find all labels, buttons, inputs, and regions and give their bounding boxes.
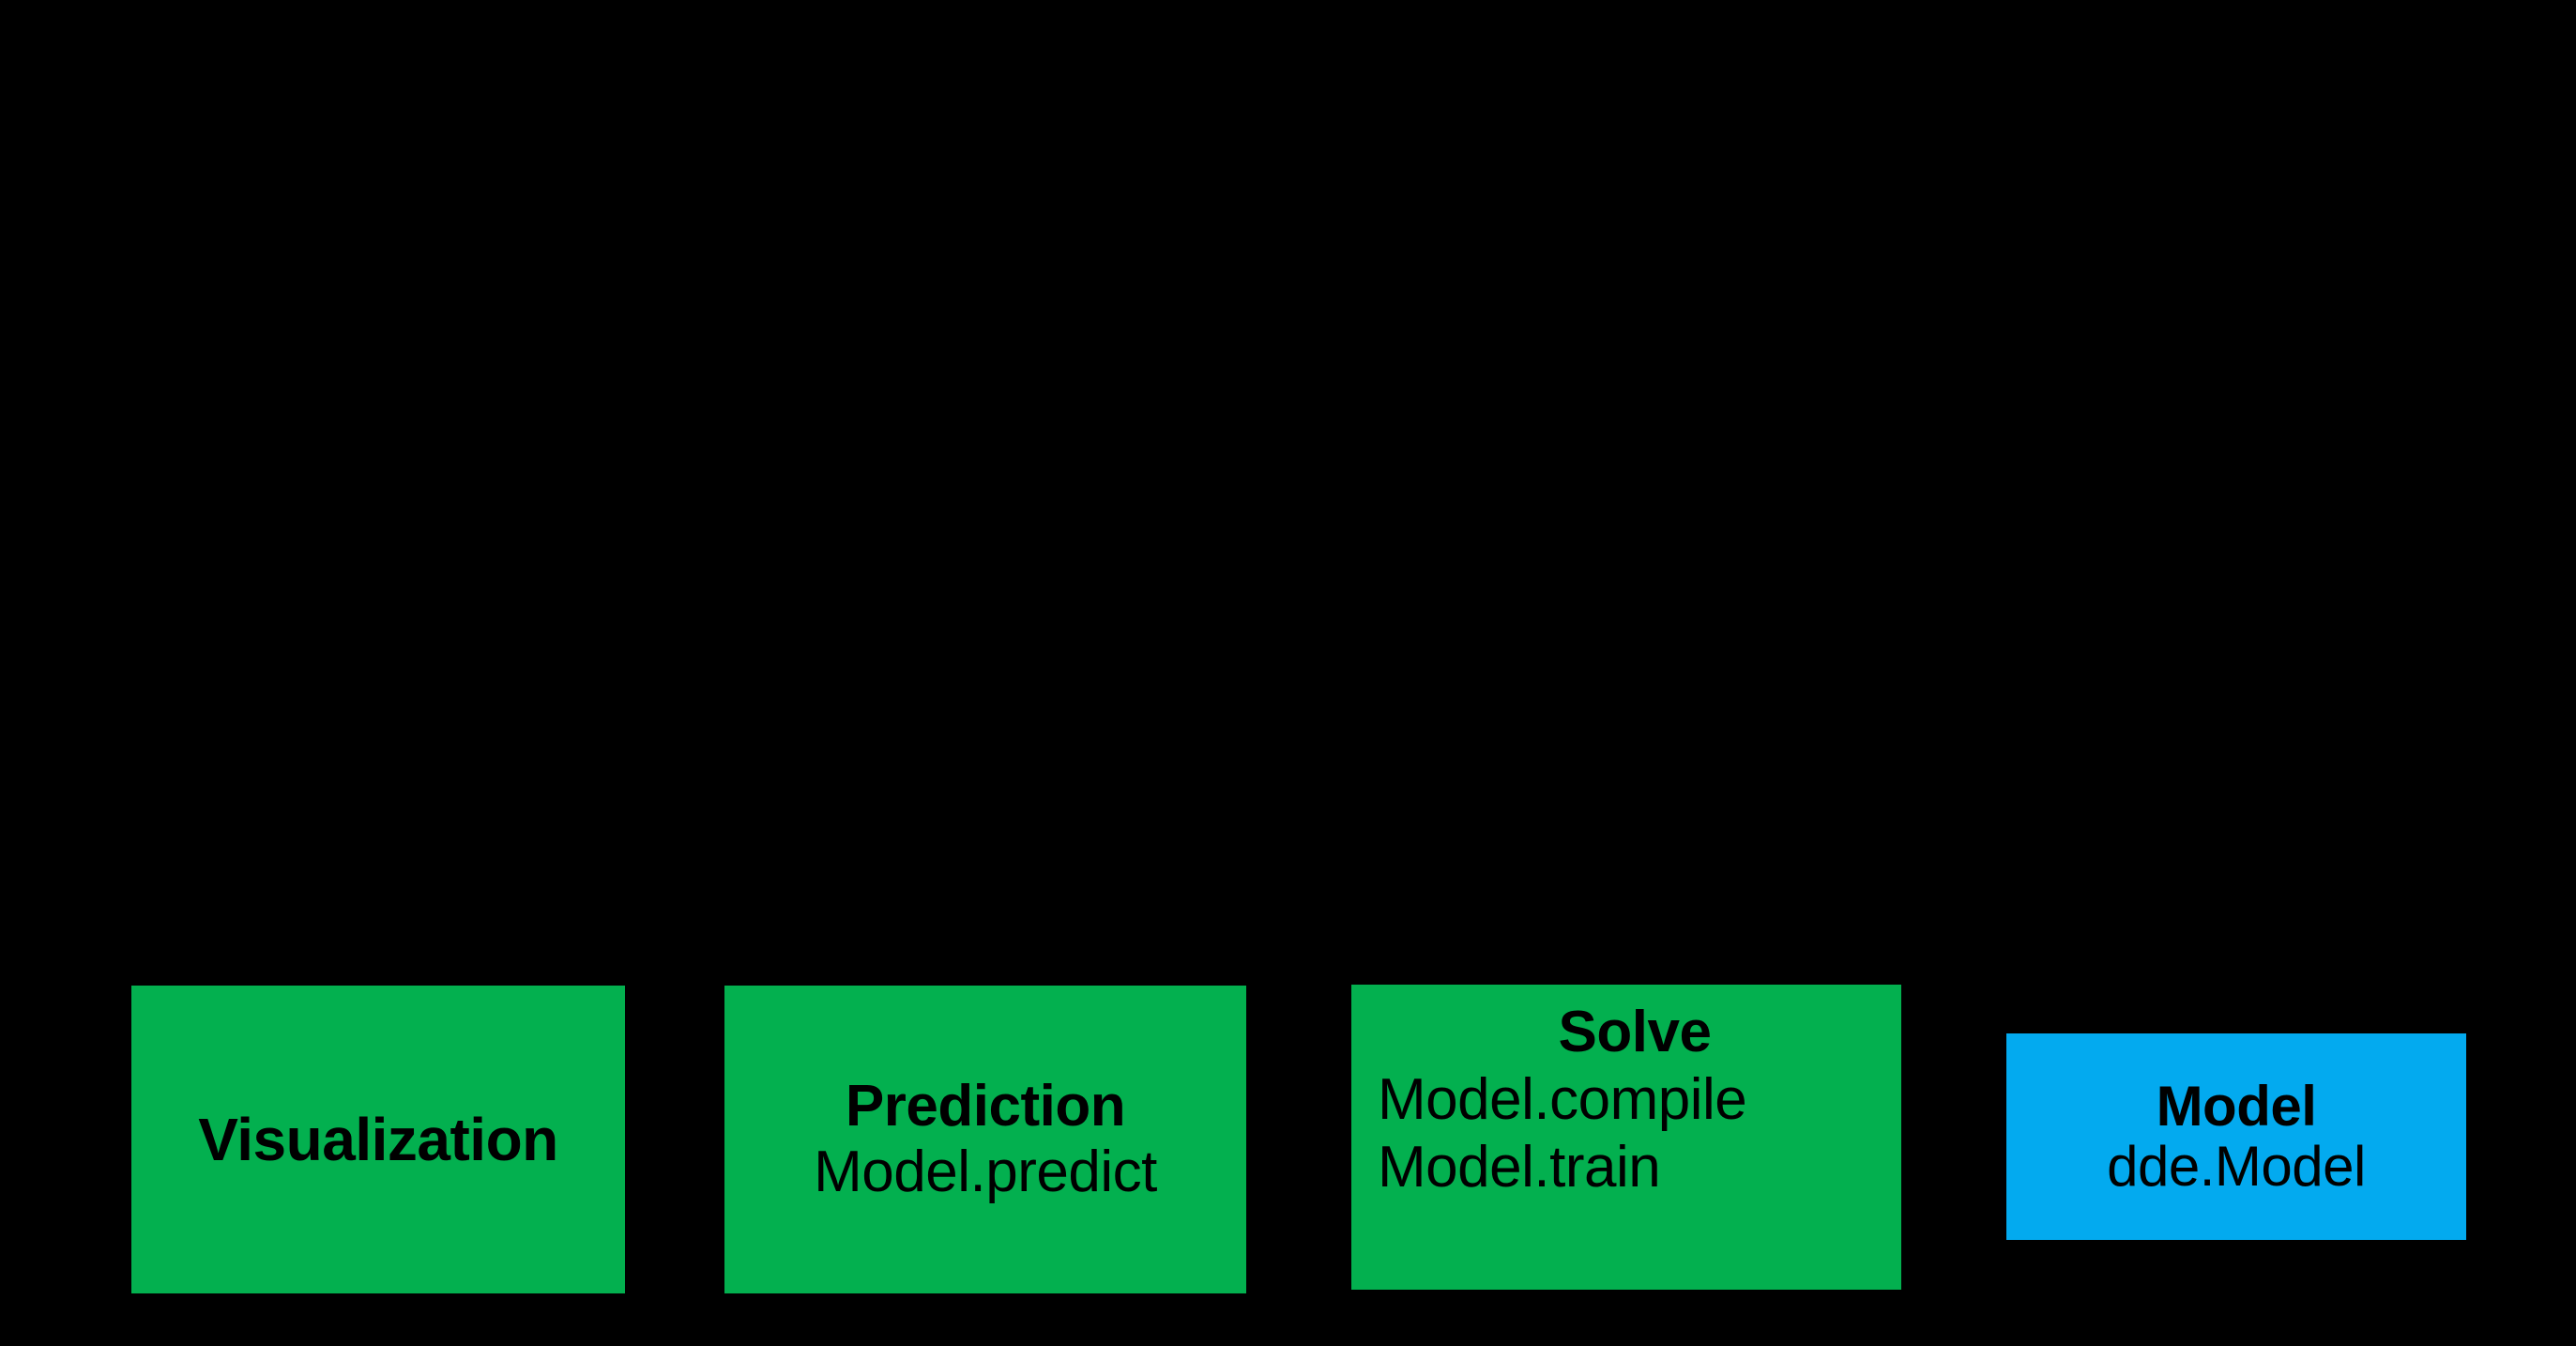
node-solve-lines: Solve Model.compile Model.train	[1351, 1003, 1901, 1197]
node-model-lines: Model dde.Model	[2107, 1078, 2366, 1195]
node-solve-api-0: Model.compile	[1378, 1067, 1747, 1132]
node-model-title: Model	[2156, 1075, 2317, 1138]
node-prediction-api-0: Model.predict	[814, 1140, 1157, 1204]
node-prediction[interactable]: Prediction Model.predict	[724, 986, 1246, 1293]
node-solve-title: Solve	[1558, 1000, 1712, 1064]
node-visualization-title: Visualization	[198, 1106, 558, 1173]
node-solve-api-1: Model.train	[1378, 1135, 1661, 1200]
node-model[interactable]: Model dde.Model	[2006, 1033, 2466, 1240]
node-prediction-title: Prediction	[845, 1074, 1126, 1139]
node-prediction-lines: Prediction Model.predict	[814, 1078, 1157, 1201]
node-model-api-0: dde.Model	[2107, 1135, 2366, 1198]
node-solve[interactable]: Solve Model.compile Model.train	[1351, 985, 1901, 1290]
node-visualization[interactable]: Visualization	[131, 986, 625, 1293]
